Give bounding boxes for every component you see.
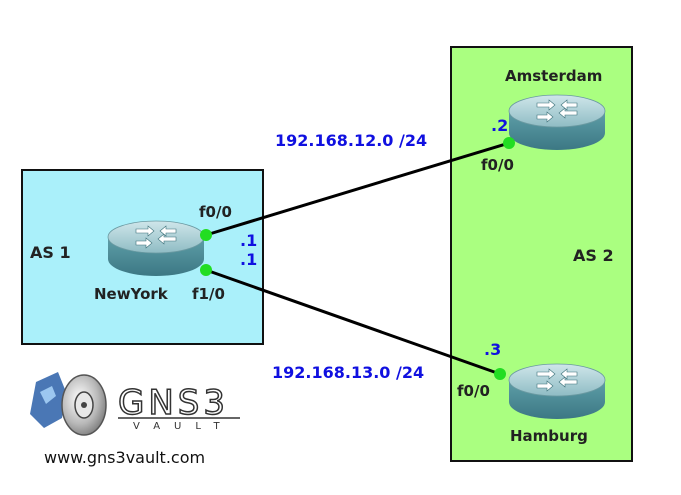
interface-dot-ham-f00	[494, 368, 506, 380]
interface-ams-f00-label: f0/0	[481, 156, 514, 174]
router-hamburg[interactable]	[508, 363, 606, 420]
router-newyork-icon	[107, 220, 205, 277]
subnet-label-ny-ham: 192.168.13.0 /24	[272, 363, 424, 382]
interface-dot-ams-f00	[503, 137, 515, 149]
gns3vault-logo: GNS3 VAULT www.gns3vault.com	[30, 372, 240, 467]
as1-label: AS 1	[30, 243, 71, 262]
router-newyork-label: NewYork	[94, 285, 169, 303]
router-hamburg-label: Hamburg	[510, 427, 588, 445]
ip-suffix-ams-f00: .2	[491, 116, 508, 135]
logo-disc-icon	[30, 372, 107, 436]
router-amsterdam-icon	[508, 94, 606, 151]
router-hamburg-icon	[508, 363, 606, 420]
router-amsterdam[interactable]	[508, 94, 606, 151]
interface-ny-f00-label: f0/0	[199, 203, 232, 221]
logo-subtitle: VAULT	[133, 421, 234, 432]
logo-title: GNS3	[118, 383, 229, 423]
router-amsterdam-label: Amsterdam	[505, 67, 602, 85]
ip-suffix-ny-f00: .1	[240, 231, 257, 250]
router-newyork[interactable]	[107, 220, 205, 277]
ip-suffix-ham-f00: .3	[484, 340, 501, 359]
as2-label: AS 2	[573, 246, 614, 265]
interface-dot-ny-f10	[200, 264, 212, 276]
ip-suffix-ny-f10: .1	[240, 250, 257, 269]
interface-ham-f00-label: f0/0	[457, 382, 490, 400]
logo-url: www.gns3vault.com	[44, 448, 205, 467]
interface-ny-f10-label: f1/0	[192, 285, 225, 303]
link-newyork-hamburg	[205, 268, 501, 376]
interface-dot-ny-f00	[200, 229, 212, 241]
subnet-label-ny-ams: 192.168.12.0 /24	[275, 131, 427, 150]
link-newyork-amsterdam	[205, 141, 510, 237]
